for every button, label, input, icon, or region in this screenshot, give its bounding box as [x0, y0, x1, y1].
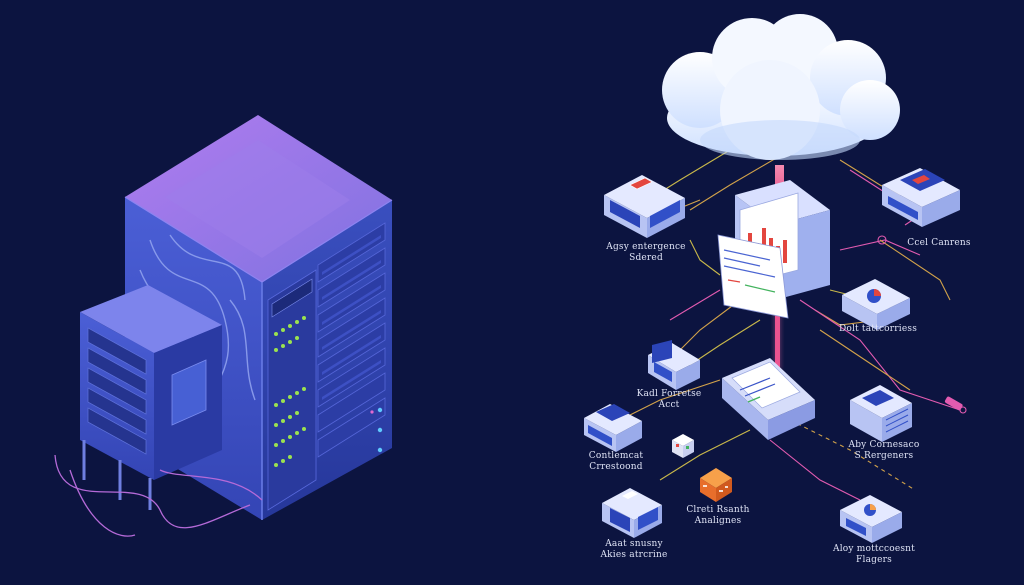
hub-box-icon: [722, 358, 815, 440]
label-node-mid-left: Kadl Forretse Acct: [636, 389, 702, 410]
dashboard-icon: [717, 180, 830, 319]
node-mid-right-icon: [842, 279, 910, 330]
node-top-right-icon: [882, 168, 960, 227]
label-node-bottom-left: Aaat snusny Akies atrcrine: [600, 539, 668, 560]
node-lower-right-icon: [850, 385, 912, 442]
label-node-lower-right: Aby Cornesaco S Rergeners: [848, 440, 920, 461]
network-connections: [619, 149, 967, 501]
orange-cube-icon: [700, 468, 732, 502]
label-node-lower-left: Contlemcat Crrestoond: [588, 451, 644, 472]
node-bottom-right-icon: [840, 495, 902, 543]
cloud-icon: [662, 14, 900, 160]
small-cube-icon: [672, 434, 694, 458]
node-top-left-icon: [604, 175, 685, 238]
label-node-mid-right: Dolt tattcorriess: [838, 324, 918, 334]
node-mid-left-icon: [648, 340, 700, 390]
node-bottom-left-icon: [602, 488, 662, 538]
label-node-top-right: Ccel Canrens: [907, 238, 971, 248]
label-node-bottom-right: Aloy mottccoesnt Flagers: [833, 544, 915, 565]
label-node-center-orange: Clreti Rsanth Analignes: [686, 505, 750, 526]
node-lower-left-icon: [584, 404, 642, 452]
label-node-top-left: Agsy entergence Sdered: [606, 242, 686, 263]
cable-plug-icon: [944, 396, 963, 411]
server-rack-icon: [54, 115, 393, 537]
